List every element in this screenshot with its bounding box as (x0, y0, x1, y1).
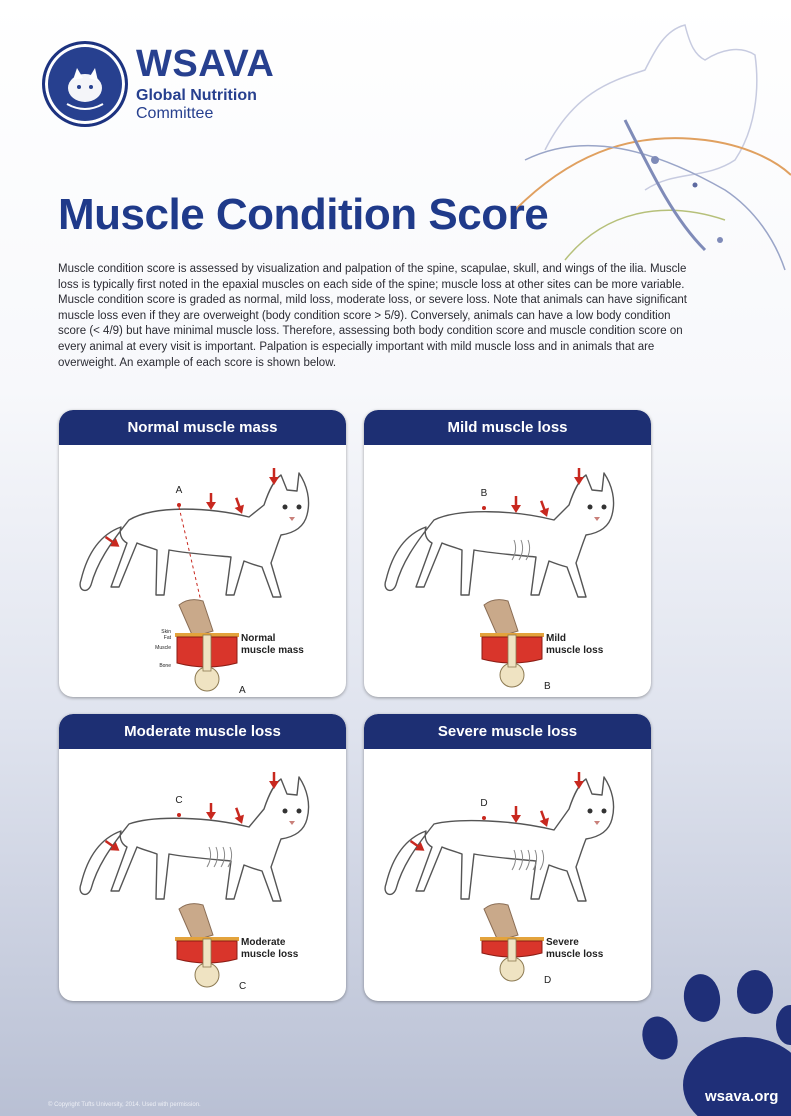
cross-section-letter: A (239, 685, 246, 696)
red-arrow (539, 810, 549, 827)
palpating-finger (178, 599, 214, 638)
intro-paragraph: Muscle condition score is assessed by vi… (58, 263, 687, 369)
score-caption-line2: muscle mass (241, 645, 304, 656)
cross-section-letter: C (239, 981, 246, 992)
rib-line (511, 849, 517, 871)
spinous-process (507, 938, 517, 962)
rib-line (539, 849, 545, 871)
section-marker-dot (482, 506, 486, 510)
rib-line (532, 849, 538, 871)
cat-eye (282, 808, 288, 814)
panel-header: Moderate muscle loss (59, 714, 346, 749)
rib-line (220, 846, 226, 868)
page-title: Muscle Condition Score (58, 190, 549, 239)
score-caption-line2: muscle loss (546, 949, 604, 960)
layer-label-skin: Skin (161, 629, 171, 635)
red-arrow (409, 839, 425, 851)
decorative-cat-sketch (514, 24, 791, 271)
spinous-process (202, 634, 212, 672)
score-caption-line1: Normal (241, 633, 276, 644)
palpating-finger (483, 599, 519, 638)
rib-line (518, 849, 524, 871)
red-arrow (104, 839, 120, 851)
rib-line (213, 846, 219, 868)
logo-text: WSAVA Global Nutrition Committee (136, 44, 274, 123)
cat-eye (587, 504, 593, 510)
red-arrow (511, 806, 521, 823)
cross-section-letter: B (544, 681, 551, 692)
layer-label-bone: Bone (159, 663, 171, 669)
paw-print-icon (642, 970, 791, 1116)
cat-eye (601, 808, 607, 814)
cat-body (79, 472, 310, 598)
logo-subtitle-2: Committee (136, 105, 214, 122)
layer-label-muscle: Muscle (155, 645, 171, 651)
spinous-process (202, 938, 212, 968)
score-caption-line2: muscle loss (241, 949, 299, 960)
red-arrow (269, 468, 279, 485)
rib-line (227, 846, 233, 868)
cat-eye (296, 808, 302, 814)
section-marker-letter: B (481, 488, 488, 499)
cat-nose (289, 821, 295, 825)
palpating-finger (178, 903, 214, 942)
red-arrow (511, 496, 521, 513)
spinous-process (507, 634, 517, 668)
section-marker-dot (482, 816, 486, 820)
cat-nose (289, 517, 295, 521)
score-caption-line1: Mild (546, 633, 566, 644)
section-marker-letter: A (176, 485, 183, 496)
rib-line (206, 846, 212, 868)
palpating-finger (483, 903, 519, 942)
panel-header: Mild muscle loss (364, 410, 651, 445)
logo-title: WSAVA (136, 43, 275, 85)
cat-body (79, 776, 310, 902)
website-link[interactable]: wsava.org (705, 1088, 779, 1105)
copyright-note: © Copyright Tufts University, 2014. Used… (48, 1102, 201, 1108)
section-marker-dot (177, 813, 181, 817)
cat-nose (594, 517, 600, 521)
red-arrow (574, 468, 584, 485)
cat-body (384, 776, 615, 902)
section-guide-line (178, 506, 207, 624)
red-arrow (234, 807, 244, 824)
red-arrow (234, 497, 244, 514)
cat-nose (594, 821, 600, 825)
cat-body (384, 472, 615, 598)
cross-section-letter: D (544, 975, 551, 986)
red-arrow (269, 772, 279, 789)
cat-eye (282, 504, 288, 510)
rib-line (518, 539, 524, 561)
red-arrow (206, 493, 216, 510)
section-marker-letter: D (480, 798, 487, 809)
section-marker-dot (177, 503, 181, 507)
score-caption-line1: Severe (546, 937, 579, 948)
rib-line (511, 539, 517, 561)
red-arrow (574, 772, 584, 789)
score-caption-line2: muscle loss (546, 645, 604, 656)
panel-header: Severe muscle loss (364, 714, 651, 749)
wsava-seal-logo (42, 41, 128, 127)
section-marker-letter: C (175, 795, 182, 806)
cat-eye (601, 504, 607, 510)
score-caption-line1: Moderate (241, 937, 286, 948)
red-arrow (539, 500, 549, 517)
cat-eye (587, 808, 593, 814)
cat-eye (296, 504, 302, 510)
panel-header: Normal muscle mass (59, 410, 346, 445)
rib-line (525, 849, 531, 871)
rib-line (525, 539, 531, 561)
logo-subtitle: Global Nutrition (136, 87, 257, 104)
layer-label-fat: Fat (164, 635, 172, 641)
red-arrow (206, 803, 216, 820)
red-arrow (104, 535, 120, 547)
